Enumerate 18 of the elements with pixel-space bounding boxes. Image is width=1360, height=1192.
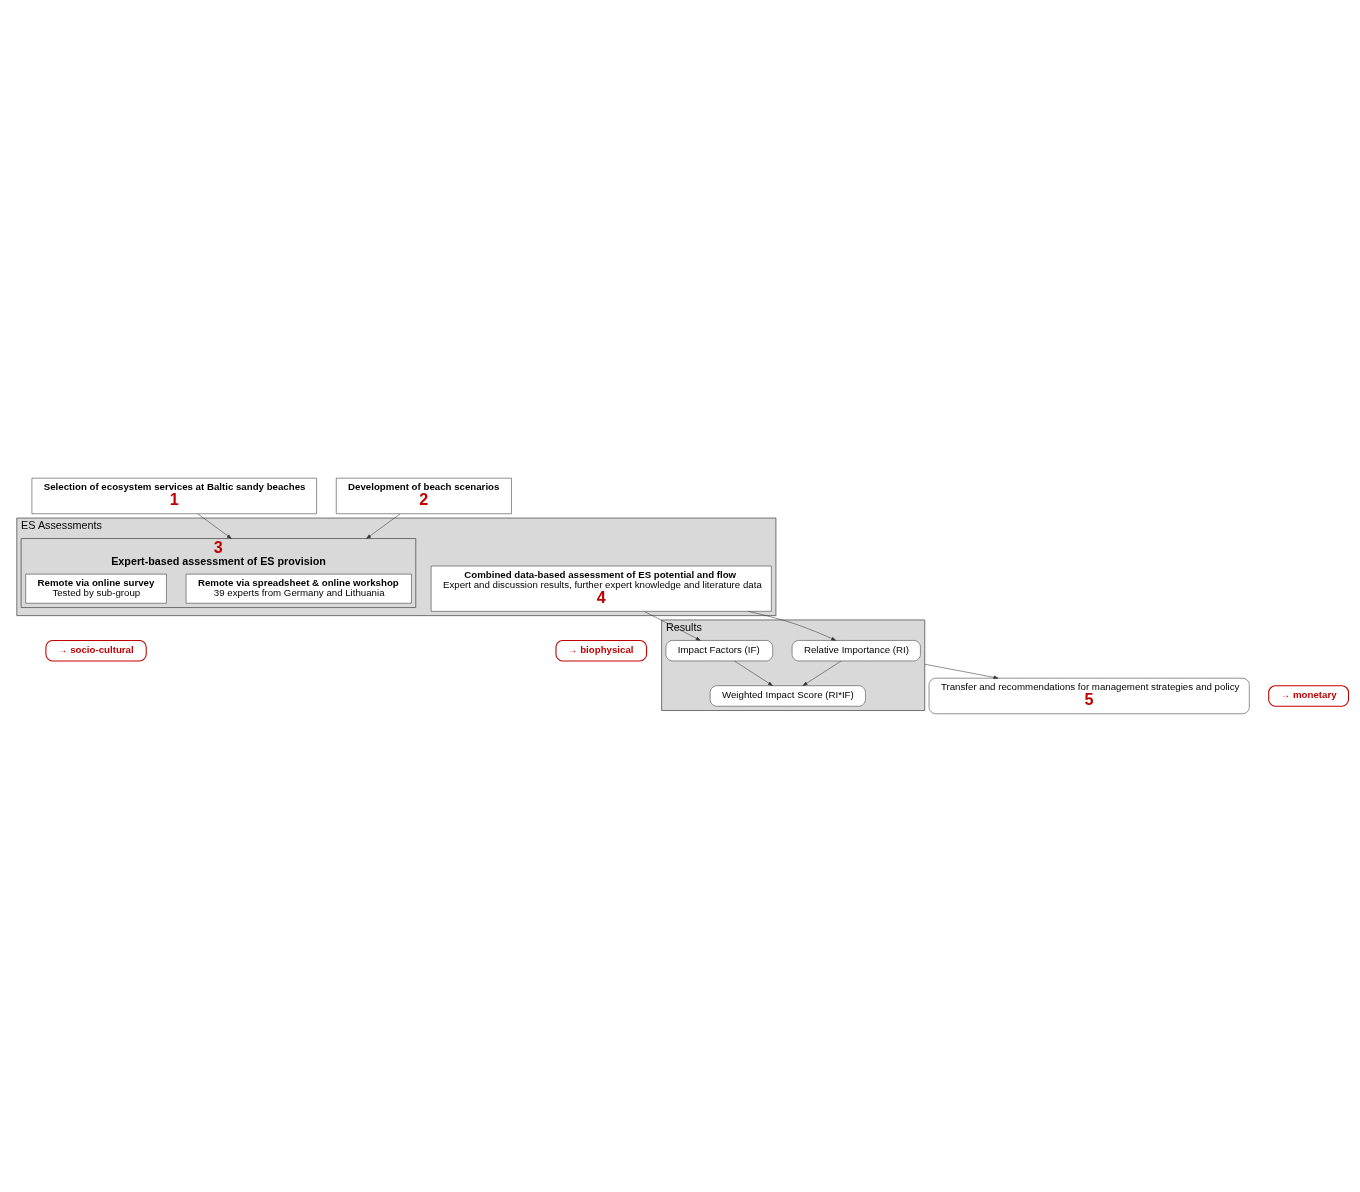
arrow <box>643 610 701 641</box>
node-box: Weighted Impact Score (RI*IF) <box>709 684 866 706</box>
node-box: Selection of ecosystem services at Baltic sandy beaches 1 <box>31 477 317 514</box>
arrow <box>923 663 998 679</box>
arrow <box>733 660 773 686</box>
arrow <box>365 513 400 539</box>
arrow <box>197 513 232 539</box>
node-box: Development of beach scenarios 2 <box>335 477 512 514</box>
arrow <box>747 610 836 641</box>
node-box: → monetary <box>1267 684 1349 707</box>
arrow <box>802 660 841 686</box>
node-box: → biophysical <box>554 639 647 661</box>
node-box: Impact Factors (IF) <box>665 639 773 661</box>
node-box: → socio-cultural <box>44 639 147 661</box>
node-box: Remote via spreadsheet & online workshop 39 experts from Germany and Lithuania <box>185 573 412 603</box>
node-box: Relative Importance (RI) <box>791 639 921 661</box>
node-box: Remote via online survey Tested by sub-group <box>24 573 167 603</box>
node-box: Combined data-based assessment of ES potential and flow Expert and discussion results, further expert knowledge and literature data 4 <box>430 565 772 612</box>
